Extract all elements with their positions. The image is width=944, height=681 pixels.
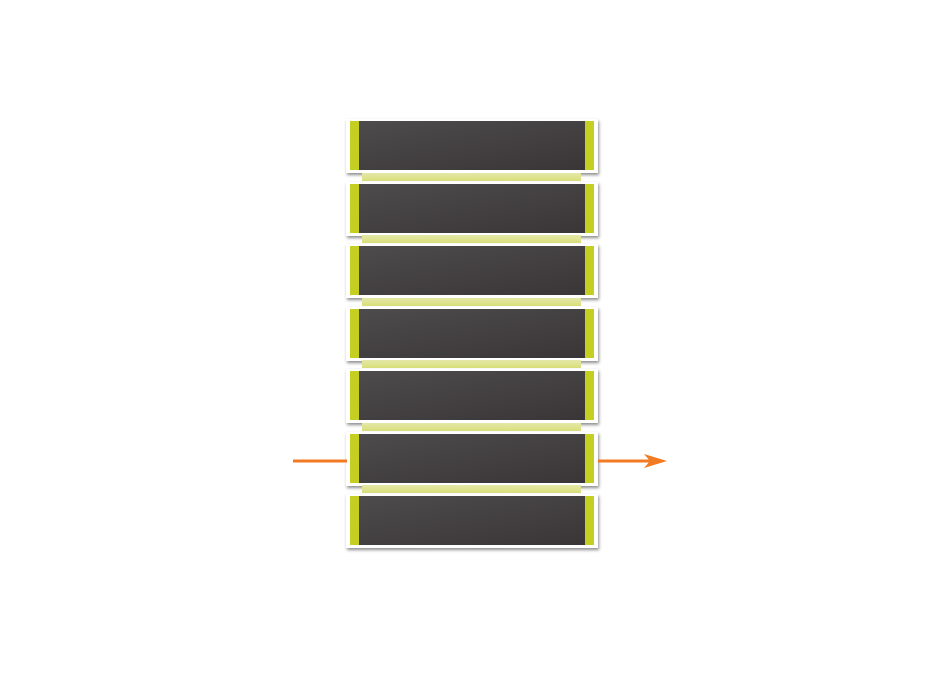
block-body xyxy=(359,371,585,420)
arrow-right-icon xyxy=(598,454,667,468)
block-right-accent xyxy=(585,121,594,170)
block-body xyxy=(359,308,585,358)
block-body xyxy=(359,433,585,483)
block-right-accent xyxy=(585,496,594,545)
block-connector xyxy=(362,172,581,181)
block-left-accent xyxy=(350,433,359,483)
incoming-arrow xyxy=(293,459,347,463)
stack-block xyxy=(346,369,598,423)
highlighted-block xyxy=(346,431,598,486)
block-right-accent xyxy=(585,371,594,420)
block-connector xyxy=(362,297,581,306)
block-left-accent xyxy=(350,121,359,170)
block-left-accent xyxy=(350,496,359,545)
block-left-accent xyxy=(350,246,359,295)
block-connector xyxy=(362,360,581,368)
block-connector xyxy=(362,422,581,431)
block-left-accent xyxy=(350,308,359,358)
stack-block xyxy=(346,306,598,361)
stack-block xyxy=(346,119,598,173)
block-right-accent xyxy=(585,308,594,358)
block-body xyxy=(359,183,585,233)
stack-block xyxy=(346,494,598,548)
stack-block xyxy=(346,181,598,236)
block-left-accent xyxy=(350,183,359,233)
block-connector xyxy=(362,235,581,243)
block-left-accent xyxy=(350,371,359,420)
block-right-accent xyxy=(585,433,594,483)
block-right-accent xyxy=(585,246,594,295)
block-right-accent xyxy=(585,183,594,233)
block-body xyxy=(359,496,585,545)
stack-block xyxy=(346,244,598,298)
block-connector xyxy=(362,485,581,493)
block-body xyxy=(359,246,585,295)
block-body xyxy=(359,121,585,170)
